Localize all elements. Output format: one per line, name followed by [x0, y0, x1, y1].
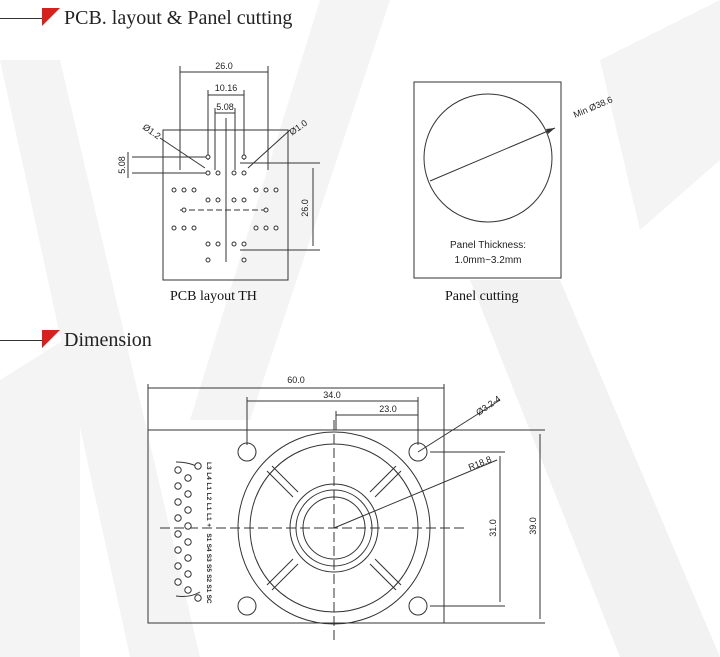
section-title-pcb: PCB. layout & Panel cutting [64, 6, 293, 29]
header-rule [0, 17, 42, 19]
pcb-layout-drawing: 26.0 10.16 5.08 5.08 26.0 Ø1.2 Ø1.0 [117, 61, 320, 281]
pin-label: S1 [205, 533, 212, 541]
pin-label: L1 [205, 513, 212, 521]
dim-width: 26.0 [215, 61, 233, 71]
pcb-layout-caption: PCB layout TH [170, 289, 257, 304]
red-triangle-icon [42, 8, 60, 26]
dim-height: 26.0 [300, 199, 310, 217]
dim-spacing-a: 10.16 [215, 83, 238, 93]
pin-label: S1 [205, 584, 212, 592]
dim-height: 39.0 [528, 517, 538, 535]
pin-label: L3 [205, 462, 212, 470]
mount-hole [408, 596, 428, 616]
pin-label: L2 [205, 493, 212, 501]
pin-label: S3 [205, 554, 212, 562]
dimension-drawing: 60.0 34.0 23.0 Ø3.2-4 R18.8 31.0 39.0 L3… [147, 375, 545, 640]
pin-label: L1 [205, 503, 212, 511]
dim-hole-a: Ø1.2 [141, 122, 163, 141]
pin-label: L4 [205, 472, 212, 480]
panel-cutting-caption: Panel cutting [445, 289, 519, 304]
section-title-dimension: Dimension [64, 328, 152, 351]
mount-hole [237, 596, 257, 616]
pin-label: L1 [205, 482, 212, 490]
pin-label: SC [205, 595, 212, 604]
header-rule [0, 339, 42, 341]
pin-label: S2 [205, 574, 212, 582]
red-triangle-icon [42, 330, 60, 348]
dim-spacing-b: 5.08 [216, 102, 234, 112]
panel-thickness-value: 1.0mm~3.2mm [455, 255, 522, 266]
dim-inner-height: 31.0 [488, 519, 498, 537]
body-outline [147, 429, 445, 624]
dim-hole-span: 34.0 [323, 390, 341, 400]
pin-label: S5 [205, 564, 212, 572]
dim-hole-diameter: Ø3.2-4 [474, 394, 502, 418]
section-header-dimension: Dimension [0, 325, 152, 355]
dim-hole-b: Ø1.0 [287, 118, 309, 137]
section-header-pcb: PCB. layout & Panel cutting [0, 3, 292, 33]
mount-hole [408, 442, 428, 462]
pin-label: S4 [205, 544, 212, 552]
panel-thickness-label: Panel Thickness: [450, 240, 526, 251]
dim-half-span: 23.0 [379, 404, 397, 414]
pin-label: + [205, 523, 212, 527]
panel-diameter-label-area: Min Ø38.6 [572, 94, 614, 119]
dim-total-width: 60.0 [287, 375, 305, 385]
panel-cutting-drawing: Min Ø38.6 Panel Thickness: 1.0mm~3.2mm [413, 81, 562, 279]
mount-hole [237, 442, 257, 462]
dim-radius: R18.8 [467, 454, 493, 472]
panel-diameter-label: Min Ø38.6 [572, 94, 614, 119]
dim-side: 5.08 [117, 156, 127, 174]
